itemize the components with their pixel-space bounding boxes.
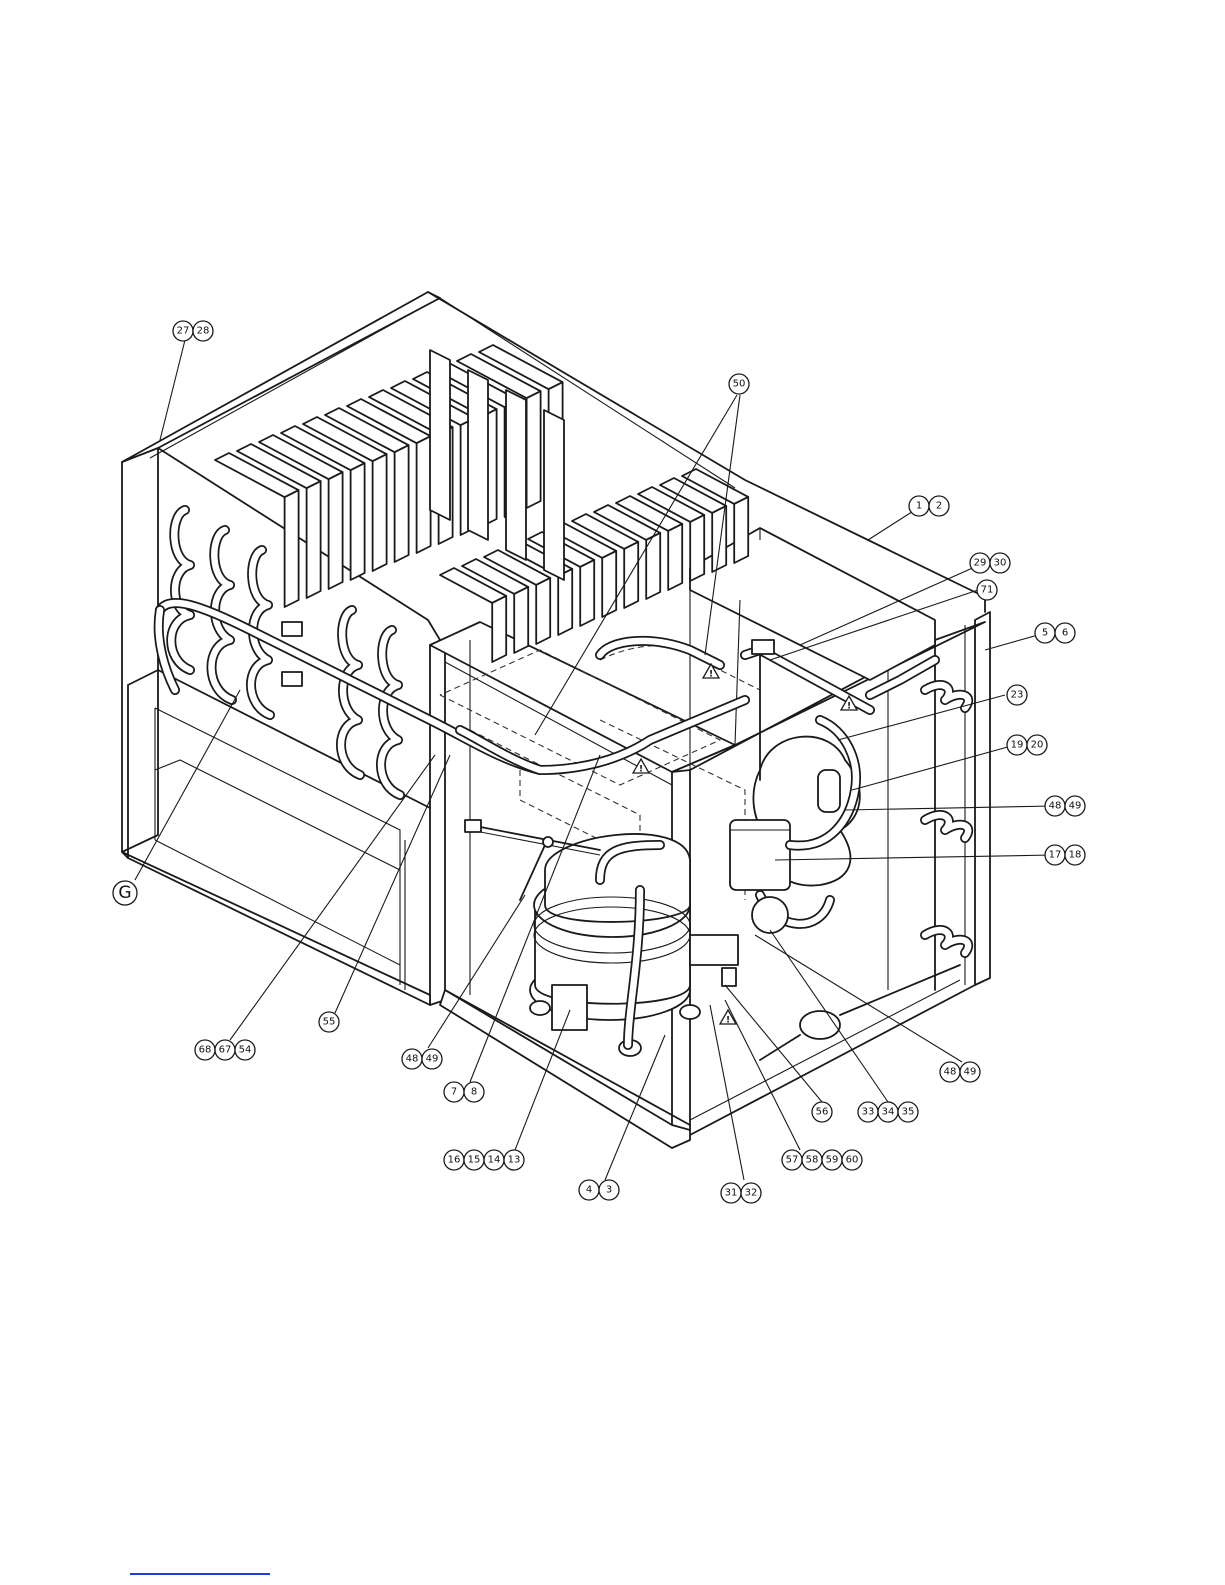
callout-g: G: [113, 881, 137, 905]
callout-number: 3: [606, 1185, 612, 1196]
callout-57-58-59-60: 57 58 59 60: [782, 1150, 862, 1170]
evaporator-rear-plate: [544, 410, 564, 580]
warning-mark: !: [726, 1016, 730, 1026]
callout-48-49-c: 48 49: [940, 1062, 980, 1082]
evaporator-rear-plate: [430, 350, 450, 520]
callout-number: 67: [219, 1045, 232, 1056]
callout-number: G: [118, 883, 131, 903]
callout-number: 71: [981, 585, 994, 596]
callout-48-49-b: 48 49: [402, 1049, 442, 1069]
callout-number: 33: [862, 1107, 875, 1118]
callout-number: 55: [323, 1017, 336, 1028]
callout-number: 18: [1069, 850, 1082, 861]
callout-number: 23: [1011, 690, 1024, 701]
callout-number: 58: [806, 1155, 819, 1166]
evaporator-plate-side: [417, 436, 431, 553]
footer-link-underline: [130, 1573, 270, 1575]
callout-number: 48: [1049, 801, 1062, 812]
callout-number: 30: [994, 558, 1007, 569]
evaporator-plate-side: [514, 587, 528, 653]
evaporator-plate-side: [373, 454, 387, 571]
callout-23: 23: [1007, 685, 1027, 705]
callout-number: 54: [239, 1045, 252, 1056]
callout-number: 27: [177, 326, 190, 337]
evaporator-plate-side: [536, 578, 550, 644]
callout-number: 49: [964, 1067, 977, 1078]
callout-number: 56: [816, 1107, 829, 1118]
evaporator-rear-plate: [506, 390, 526, 560]
evaporator-plate-side: [690, 515, 704, 581]
warning-mark: !: [639, 765, 643, 775]
callout-number: 32: [745, 1188, 758, 1199]
callout-number: 59: [826, 1155, 839, 1166]
callout-29-30: 29 30: [970, 553, 1010, 573]
callout-71: 71: [977, 580, 997, 600]
callout-number: 4: [586, 1185, 592, 1196]
callout-number: 14: [488, 1155, 501, 1166]
callout-number: 19: [1011, 740, 1024, 751]
evaporator-plate-stack: [215, 345, 748, 662]
evaporator-rear-plate: [468, 370, 488, 540]
callout-number: 20: [1031, 740, 1044, 751]
evaporator-plate-side: [624, 542, 638, 608]
evaporator-plate-side: [602, 551, 616, 617]
callout-number: 50: [733, 379, 746, 390]
callout-number: 5: [1042, 628, 1048, 639]
warning-mark: !: [709, 670, 713, 680]
evaporator-plate-side: [580, 560, 594, 626]
callout-number: 13: [508, 1155, 521, 1166]
evaporator-plate-side: [285, 490, 299, 607]
callout-number: 16: [448, 1155, 461, 1166]
evaporator-plate-side: [734, 497, 748, 563]
callout-number: 15: [468, 1155, 481, 1166]
callout-31-32: 31 32: [721, 1183, 761, 1203]
callout-number: 48: [944, 1067, 957, 1078]
callout-number: 2: [936, 501, 942, 512]
evaporator-plate-side: [307, 481, 321, 598]
callout-number: 1: [916, 501, 922, 512]
callout-number: 49: [426, 1054, 439, 1065]
callout-50: 50: [729, 374, 749, 394]
evaporator-plate-side: [527, 391, 541, 508]
callout-33-34-35: 33 34 35: [858, 1102, 918, 1122]
callout-number: 6: [1062, 628, 1068, 639]
callout-number: 35: [902, 1107, 915, 1118]
evaporator-plate-side: [646, 533, 660, 599]
callout-number: 68: [199, 1045, 212, 1056]
evaporator-plate-side: [668, 524, 682, 590]
callout-number: 17: [1049, 850, 1062, 861]
callout-number: 7: [451, 1087, 457, 1098]
callout-1-2: 12: [909, 496, 949, 516]
callout-number: 60: [846, 1155, 859, 1166]
callout-55: 55: [319, 1012, 339, 1032]
callout-68-67-54: 68 67 54: [195, 1040, 255, 1060]
evaporator-plate-side: [329, 472, 343, 589]
callout-27-28: 27 28: [173, 321, 213, 341]
callout-number: 31: [725, 1188, 738, 1199]
callout-4-3: 43: [579, 1180, 619, 1200]
callout-number: 49: [1069, 801, 1082, 812]
callout-number: 28: [197, 326, 210, 337]
callout-number: 57: [786, 1155, 799, 1166]
callout-number: 48: [406, 1054, 419, 1065]
evaporator-plate-side: [351, 463, 365, 580]
callout-number: 34: [882, 1107, 895, 1118]
callout-number: 29: [974, 558, 987, 569]
warning-mark: !: [847, 702, 851, 712]
callout-16-15-14-13: 16 15 14 13: [444, 1150, 524, 1170]
evaporator-plate-side: [492, 596, 506, 662]
callout-number: 8: [471, 1087, 477, 1098]
evaporator-plate-side: [395, 445, 409, 562]
callout-56: 56: [812, 1102, 832, 1122]
callout-48-49-a: 48 49: [1045, 796, 1085, 816]
